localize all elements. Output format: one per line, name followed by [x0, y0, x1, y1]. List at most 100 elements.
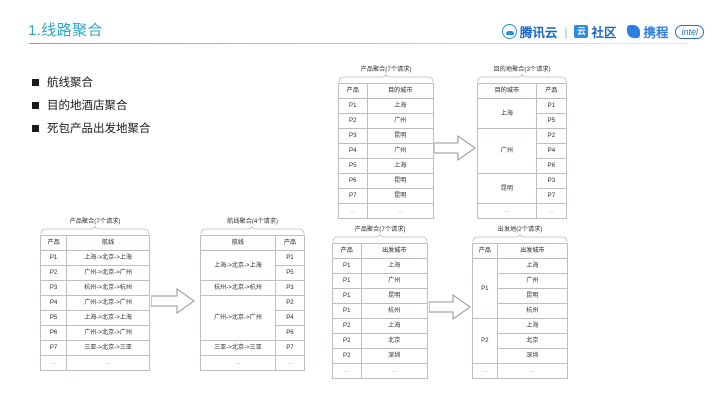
table-cell: 上海->北京->上海 [66, 310, 150, 326]
bullet-square-icon [32, 124, 39, 132]
column-header: 出发城市 [496, 243, 569, 259]
ctrip-icon [627, 25, 641, 38]
table-cell: 广州 [477, 128, 537, 174]
table-cell: P2 [39, 265, 68, 281]
table-cell: ... [274, 355, 306, 371]
table-cell: P4 [39, 295, 68, 311]
list-item: 航线聚合 [32, 74, 151, 90]
table-cell: P1 [332, 258, 362, 274]
table-cell: 广州->北京->广州 [66, 295, 150, 311]
table-cell: ... [360, 363, 428, 379]
column-header: 出发城市 [360, 243, 428, 259]
brace-decoration [472, 234, 568, 243]
table-cell: 昆明 [496, 288, 569, 304]
table-cell: P1 [332, 303, 362, 319]
table-cell: 三亚->北京->三亚 [200, 340, 276, 356]
column-header: 目的城市 [477, 83, 537, 99]
table-cell: P5 [535, 113, 568, 129]
table-cell: 广州->北京->广州 [66, 325, 150, 341]
table-caption: 产品聚合(7个请求) [354, 226, 406, 233]
table-cell: ... [66, 355, 150, 371]
column-header: 产品 [332, 243, 362, 259]
table-row: P6 [201, 325, 306, 341]
table-cell: 昆明 [360, 288, 428, 304]
table-header-row: 产品出发城市 [332, 243, 428, 259]
table-cell: 昆明 [366, 128, 434, 144]
table-cell: P1 [39, 250, 68, 266]
brace-decoration [477, 74, 567, 83]
table-cell: P1 [274, 250, 306, 266]
table-cell: P6 [274, 325, 306, 341]
brace-decoration [200, 226, 305, 235]
table-cell: P2 [338, 113, 368, 129]
table-cell: P3 [274, 280, 306, 296]
table-header-row: 目的城市产品 [477, 83, 568, 99]
table-cell: P2 [274, 295, 306, 311]
brace-decoration [40, 226, 150, 235]
table-caption: 产品聚合(7个请求) [360, 66, 412, 73]
table-cell: ... [332, 363, 362, 379]
table-caption: 航线聚合(4个请求) [227, 218, 278, 225]
column-header: 产品 [472, 243, 498, 259]
table-cell: ... [366, 203, 434, 219]
table-cell: P6 [535, 158, 568, 174]
table-cell: 广州 [366, 113, 434, 129]
table-caption: 产品聚合(7个请求) [69, 218, 121, 225]
table-cell: P2 [535, 128, 568, 144]
table-cell: P7 [338, 188, 368, 204]
table-cell: P3 [535, 173, 568, 189]
table-cell: 上海 [366, 98, 434, 114]
table-cell: P7 [274, 340, 306, 356]
column-header: 航线 [66, 235, 150, 251]
table-cell: ... [338, 203, 368, 219]
table-header-row: 产品出发城市 [472, 243, 569, 259]
table-cell: P3 [338, 128, 368, 144]
table-cell: P5 [274, 265, 306, 281]
table-row: ...... [477, 203, 568, 219]
table-cell: 深圳 [496, 348, 569, 364]
brace-decoration [332, 234, 428, 243]
table-cell: 三亚->北京->三亚 [66, 340, 150, 356]
table-cell: 北京 [360, 333, 428, 349]
table-cell: ... [472, 363, 498, 379]
table-cell: P1 [332, 288, 362, 304]
column-header: 产品 [338, 83, 368, 99]
bullet-label: 航线聚合 [47, 77, 93, 89]
table-cell: 北京 [496, 333, 569, 349]
logo-separator: | [564, 24, 568, 39]
table-cell: P2 [332, 348, 362, 364]
table-cell: P5 [338, 158, 368, 174]
table-cell: P4 [338, 143, 368, 159]
table-cell: 广州->北京->广州 [200, 295, 276, 341]
table-cell: 上海 [496, 258, 569, 274]
brace-decoration [338, 74, 434, 83]
community-label: 社区 [591, 26, 617, 40]
table-row: 北京 [473, 333, 569, 349]
flow-arrow [429, 294, 471, 320]
list-item: 死包产品出发地聚合 [32, 120, 151, 136]
table-cell: P4 [274, 310, 306, 326]
